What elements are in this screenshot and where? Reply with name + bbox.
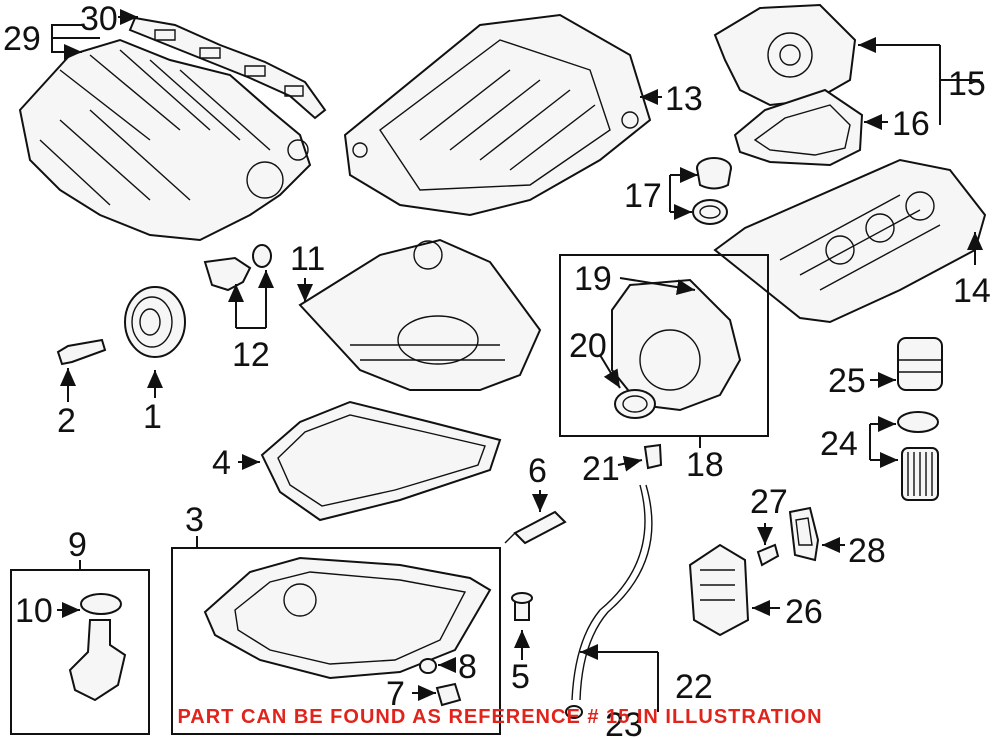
drain-plug-part: [435, 682, 462, 707]
leader-lines: [51, 9, 983, 712]
callout-16: 16: [892, 105, 930, 143]
callout-3: 3: [185, 501, 204, 539]
intake-gasket-part: [128, 16, 327, 120]
callout-9: 9: [68, 526, 87, 564]
callout-29: 29: [3, 20, 41, 58]
callout-27: 27: [750, 483, 788, 521]
oil-pan-group-box: [171, 547, 501, 735]
callout-20: 20: [569, 327, 607, 365]
callout-6: 6: [528, 452, 547, 490]
callout-23: 23: [605, 706, 643, 738]
intake-manifold-part: [18, 38, 312, 242]
callout-5: 5: [511, 658, 530, 696]
oil-cap-seal-part: [692, 199, 728, 225]
oil-pan-gasket-part: [260, 400, 502, 522]
drain-washer-part: [419, 658, 437, 674]
valve-cover-part: [713, 158, 987, 324]
callout-11: 11: [290, 240, 325, 278]
oil-level-seal-part: [80, 593, 122, 615]
oil-filler-cap-part: [696, 157, 732, 190]
callout-4: 4: [212, 444, 231, 482]
ladder-frame-part: [343, 13, 652, 217]
callout-12: 12: [232, 336, 270, 374]
pulley-bolt-part: [56, 338, 107, 366]
callout-8: 8: [458, 648, 477, 686]
dipstick-handle-part: [643, 443, 663, 470]
callout-19: 19: [574, 260, 612, 298]
reference-notice: PART CAN BE FOUND AS REFERENCE # 15 IN I…: [177, 706, 823, 728]
oil-filter-cap-part: [897, 337, 943, 391]
cooler-gasket-part: [788, 506, 820, 562]
cooler-bolt-part: [756, 543, 780, 567]
callout-14: 14: [953, 272, 991, 310]
callout-24: 24: [820, 425, 858, 463]
oil-pan-part: [203, 556, 492, 680]
oil-filter-element-part: [901, 447, 939, 501]
timing-cover-part: [713, 3, 857, 107]
callout-7: 7: [386, 675, 405, 713]
callout-30: 30: [80, 0, 118, 38]
callout-26: 26: [785, 593, 823, 631]
front-cover-group-box: [559, 254, 769, 437]
callout-15: 15: [948, 65, 986, 103]
oil-level-sensor-part: [68, 619, 127, 702]
callout-10: 10: [15, 592, 53, 630]
callout-1: 1: [143, 398, 162, 436]
callout-18: 18: [686, 446, 724, 484]
callout-22: 22: [675, 668, 713, 706]
oil-sensor-part: [203, 256, 252, 292]
callout-25: 25: [828, 362, 866, 400]
sealant-tube-part: [504, 510, 567, 545]
callout-28: 28: [848, 532, 886, 570]
callout-13: 13: [665, 80, 703, 118]
dipstick-tube-part: [571, 484, 653, 701]
filter-seal-part: [897, 411, 939, 433]
crankshaft-pulley-part: [124, 286, 186, 358]
oil-cooler-part: [688, 543, 750, 637]
oil-baffle-part: [298, 238, 542, 391]
callout-21: 21: [582, 450, 620, 488]
callout-numbers: 1 2 3 4 5 6 7 8 9 10 11 12 13 14 15 16 1…: [3, 0, 991, 738]
front-cover-part: [611, 278, 742, 412]
callout-2: 2: [57, 402, 76, 440]
front-cover-seal-part: [614, 389, 656, 419]
drain-bolt-part: [511, 592, 533, 621]
sensor-seal-part: [252, 244, 272, 268]
timing-cover-gasket-part: [733, 88, 864, 167]
callout-17: 17: [624, 177, 662, 215]
tube-clip-part: [565, 705, 583, 719]
